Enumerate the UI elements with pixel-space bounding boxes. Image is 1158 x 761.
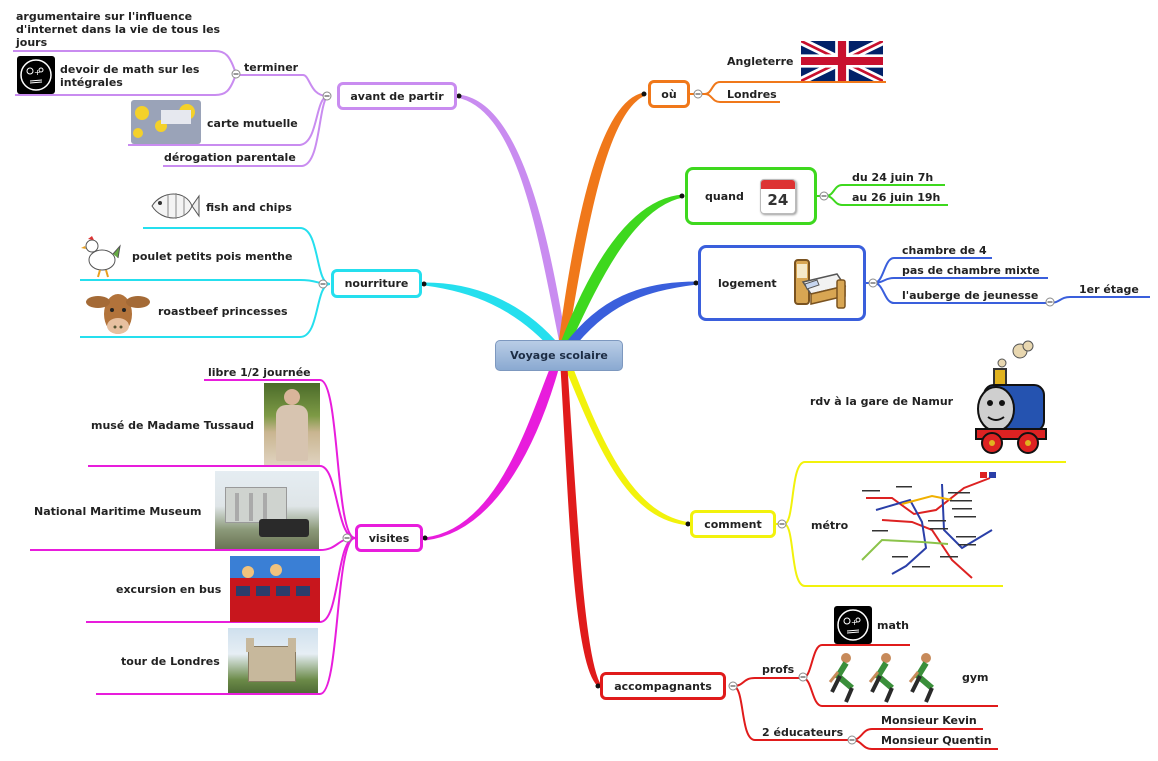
topic-label: logement bbox=[718, 276, 777, 290]
subtopic-profs[interactable]: profs bbox=[762, 663, 795, 676]
metro-map-image bbox=[852, 470, 1000, 584]
toggle-comment bbox=[777, 519, 787, 529]
toggles bbox=[231, 69, 1055, 745]
tussaud-image bbox=[264, 383, 320, 465]
svg-text:+: + bbox=[34, 68, 41, 77]
topic-label: accompagnants bbox=[614, 679, 712, 693]
subtopic-londres[interactable]: Londres bbox=[727, 88, 777, 101]
connection-dots bbox=[421, 91, 699, 689]
subtopic-tour-de-londres[interactable]: tour de Londres bbox=[121, 655, 220, 668]
topic-label: avant de partir bbox=[350, 89, 444, 103]
toggle-educateurs bbox=[847, 735, 857, 745]
toggle-visites bbox=[342, 533, 352, 543]
gym-image bbox=[824, 648, 950, 704]
subtopic-fish-and-chips[interactable]: fish and chips bbox=[206, 201, 292, 214]
fish-image bbox=[148, 186, 200, 226]
subtopic-1er-etage[interactable]: 1er étage bbox=[1079, 283, 1139, 296]
tower-of-london-image bbox=[228, 628, 318, 693]
toggle-avant bbox=[322, 91, 332, 101]
bus-image bbox=[230, 556, 320, 622]
topic-visites[interactable]: visites bbox=[355, 524, 423, 552]
toggle-quand bbox=[819, 191, 829, 201]
calendar-icon: 24 bbox=[759, 178, 796, 214]
subtopic-monsieur-quentin[interactable]: Monsieur Quentin bbox=[881, 734, 992, 747]
subtopic-math[interactable]: math bbox=[877, 619, 909, 632]
subtopic-du-24-juin[interactable]: du 24 juin 7h bbox=[852, 171, 934, 184]
subtopic-tussaud[interactable]: musé de Madame Tussaud bbox=[91, 419, 255, 432]
maritime-museum-image bbox=[215, 471, 319, 549]
train-image bbox=[962, 339, 1062, 460]
subtopic-rdv-gare[interactable]: rdv à la gare de Namur bbox=[810, 395, 954, 408]
toggle-profs bbox=[798, 672, 808, 682]
subtopic-argumentaire[interactable]: argumentaire sur l'influence d'internet … bbox=[16, 10, 221, 49]
chicken-image bbox=[80, 234, 122, 278]
subtopic-gym[interactable]: gym bbox=[962, 671, 989, 684]
svg-text:+: + bbox=[851, 618, 858, 627]
toggle-ou bbox=[693, 89, 703, 99]
smiley-math-icon: + bbox=[834, 606, 872, 644]
subtopic-roastbeef[interactable]: roastbeef princesses bbox=[158, 305, 288, 318]
subtopic-metro[interactable]: métro bbox=[811, 519, 849, 532]
subtopic-libre[interactable]: libre 1/2 journée bbox=[208, 366, 311, 379]
toggle-avant-terminer bbox=[231, 69, 241, 79]
subtopic-devoir[interactable]: devoir de math sur les intégrales bbox=[60, 63, 200, 89]
topic-label: comment bbox=[704, 517, 762, 531]
subtopic-educateurs[interactable]: 2 éducateurs bbox=[762, 726, 844, 739]
toggle-logement bbox=[868, 278, 878, 288]
subtopic-pas-de-chambre-mixte[interactable]: pas de chambre mixte bbox=[902, 264, 1040, 277]
subtopic-terminer[interactable]: terminer bbox=[244, 61, 299, 74]
topic-comment[interactable]: comment bbox=[690, 510, 776, 538]
bed-icon bbox=[793, 259, 846, 309]
topic-avant-de-partir[interactable]: avant de partir bbox=[337, 82, 457, 110]
root-topic[interactable]: Voyage scolaire bbox=[495, 340, 623, 371]
topic-label: où bbox=[661, 87, 677, 101]
toggle-auberge bbox=[1045, 297, 1055, 307]
topic-label: visites bbox=[368, 531, 410, 545]
subtopic-angleterre[interactable]: Angleterre bbox=[727, 55, 794, 68]
topic-logement[interactable]: logement bbox=[698, 245, 866, 321]
subtopic-auberge[interactable]: l'auberge de jeunesse bbox=[902, 289, 1039, 302]
topic-nourriture[interactable]: nourriture bbox=[331, 269, 422, 298]
branch-accompagnants bbox=[560, 366, 602, 688]
topic-label: nourriture bbox=[344, 277, 409, 290]
subtopic-monsieur-kevin[interactable]: Monsieur Kevin bbox=[881, 714, 977, 727]
subtopic-au-26-juin[interactable]: au 26 juin 19h bbox=[852, 191, 941, 204]
main-branches bbox=[424, 92, 698, 688]
cow-image bbox=[84, 288, 152, 336]
branch-visites bbox=[424, 359, 560, 541]
branch-ou bbox=[558, 92, 646, 345]
uk-flag-image bbox=[801, 41, 883, 81]
subtopic-poulet[interactable]: poulet petits pois menthe bbox=[132, 250, 293, 263]
subtopic-derogation[interactable]: dérogation parentale bbox=[164, 151, 296, 164]
branch-comment bbox=[564, 361, 691, 526]
subtopic-maritime[interactable]: National Maritime Museum bbox=[34, 505, 202, 518]
smiley-math-icon: + bbox=[17, 56, 55, 94]
topic-label: quand bbox=[705, 189, 744, 203]
subtopic-carte-mutuelle[interactable]: carte mutuelle bbox=[207, 117, 298, 130]
subtopic-chambre-de-4[interactable]: chambre de 4 bbox=[902, 244, 987, 257]
topic-accompagnants[interactable]: accompagnants bbox=[600, 672, 726, 700]
subtopic-excursion-bus[interactable]: excursion en bus bbox=[116, 583, 222, 596]
insurance-card-image bbox=[131, 100, 201, 144]
toggle-accompagnants bbox=[728, 681, 738, 691]
toggle-nourriture bbox=[318, 279, 328, 289]
topic-ou[interactable]: où bbox=[648, 80, 690, 108]
topic-quand[interactable]: quand 24 bbox=[685, 167, 817, 225]
